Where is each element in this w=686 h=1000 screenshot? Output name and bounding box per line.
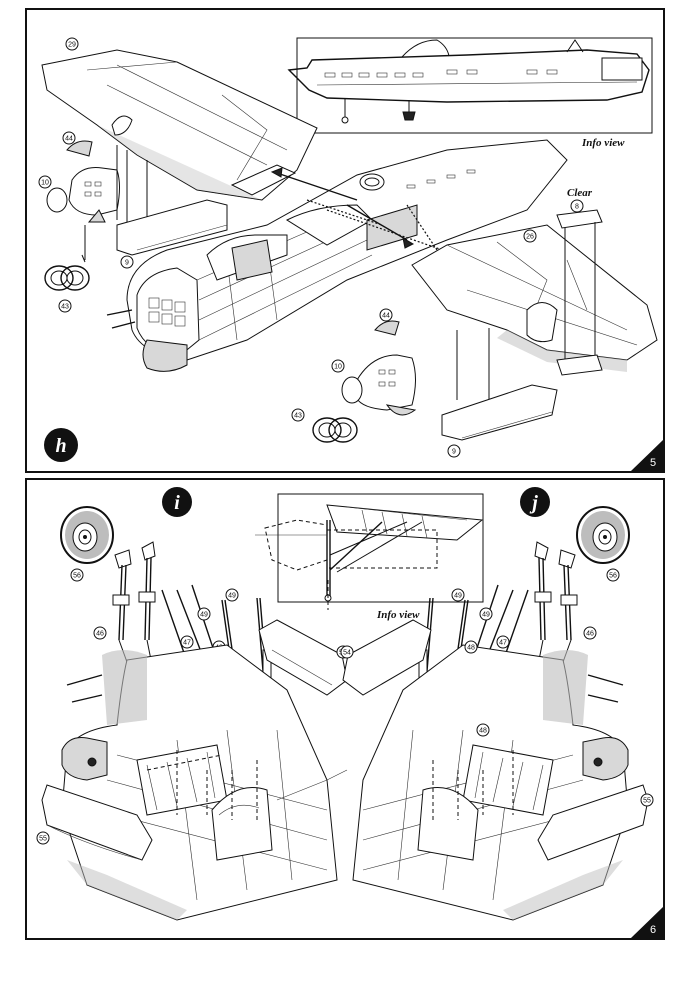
right-wheel-bay-door-part-9	[441, 384, 558, 441]
part-callout-55-left	[36, 831, 50, 845]
assembly-step-i-j-panel: i j Info view 56	[25, 478, 665, 940]
step-badge-j: j	[520, 487, 550, 517]
part-callout-43-left	[58, 299, 72, 313]
part-number-55-left: 55	[39, 836, 47, 843]
left-main-wheel-part-56	[60, 506, 114, 564]
part-number-56-right: 56	[609, 573, 617, 580]
part-number-47-right: 47	[499, 640, 507, 647]
part-callout-46-left	[93, 626, 107, 640]
part-number-49-right-a: 49	[482, 612, 490, 619]
left-exhaust-ring-part-43	[44, 265, 90, 291]
part-callout-44-left	[62, 131, 76, 145]
page-number-corner-6: 6	[631, 907, 663, 938]
part-number-29: 29	[68, 42, 76, 49]
part-callout-9-left	[120, 255, 134, 269]
part-number-10-left: 10	[41, 180, 49, 187]
part-callout-48-right-a	[464, 640, 478, 654]
part-number-54-right: 54	[343, 650, 351, 657]
step-i-j-drawing: i j Info view 56	[36, 487, 663, 938]
info-view-undercarriage-leg	[255, 493, 484, 610]
right-wing	[411, 224, 658, 372]
svg-text:5: 5	[650, 457, 656, 469]
part-number-55-right: 55	[643, 798, 651, 805]
fuselage-nose-section	[106, 139, 568, 372]
part-number-48-right-b: 48	[479, 728, 487, 735]
part-number-26: 26	[526, 234, 534, 241]
part-callout-8	[570, 199, 584, 213]
part-number-49-left-b: 49	[228, 593, 236, 600]
svg-text:i: i	[174, 492, 180, 514]
info-view-label-bottom: Info view	[376, 609, 420, 621]
step-badge-i: i	[162, 487, 192, 517]
part-number-9-left: 9	[125, 260, 129, 267]
part-callout-47-right	[496, 635, 510, 649]
part-callout-46-right	[583, 626, 597, 640]
part-callout-49-left-b	[225, 588, 239, 602]
part-callout-26	[523, 229, 537, 243]
part-callout-55-right	[640, 793, 654, 807]
part-number-46-left: 46	[96, 631, 104, 638]
left-wheel-bay-door-part-9	[116, 199, 228, 256]
part-number-44-right: 44	[382, 313, 390, 320]
step-badge-h: h	[44, 428, 78, 462]
svg-text:h: h	[55, 435, 66, 457]
part-callout-43-right	[291, 408, 305, 422]
part-number-10-right: 10	[334, 364, 342, 371]
part-number-46-right: 46	[586, 631, 594, 638]
part-callout-56-left	[70, 568, 84, 582]
info-view-fuselage-profile	[287, 37, 653, 134]
right-assembly-mirrored	[342, 506, 649, 921]
part-callout-49-left-a	[197, 607, 211, 621]
clear-label: Clear	[567, 187, 593, 199]
part-callout-48-right-b	[476, 723, 490, 737]
part-number-47-left: 47	[183, 640, 191, 647]
right-engine-cowling-part-10	[341, 354, 417, 416]
part-callout-54-right	[340, 645, 354, 659]
part-number-43-right: 43	[294, 413, 302, 420]
part-callout-10-right	[331, 359, 345, 373]
part-number-49-right-b: 49	[454, 593, 462, 600]
part-number-8: 8	[575, 204, 579, 211]
part-callout-10-left	[38, 175, 52, 189]
info-view-label-top: Info view	[581, 137, 625, 149]
page-number-corner-5: 5	[631, 440, 663, 471]
left-wing	[41, 49, 318, 201]
part-callout-47-left	[180, 635, 194, 649]
part-number-49-left-a: 49	[200, 612, 208, 619]
part-number-48-right-a: 48	[467, 645, 475, 652]
part-callout-44-right	[379, 308, 393, 322]
part-callout-56-right	[606, 568, 620, 582]
part-number-9-right: 9	[452, 449, 456, 456]
part-callout-49-right-a	[479, 607, 493, 621]
part-number-44-left: 44	[65, 136, 73, 143]
svg-text:j: j	[529, 492, 538, 514]
part-number-56-left: 56	[73, 573, 81, 580]
part-number-43-left: 43	[61, 304, 69, 311]
part-callout-9-right	[447, 444, 461, 458]
assembly-step-h-panel: Info view 29 10 44 43	[25, 8, 665, 473]
part-callout-49-right-b	[451, 588, 465, 602]
right-intake-part-44	[374, 320, 400, 336]
svg-text:6: 6	[650, 924, 656, 936]
left-intake-part-44	[66, 140, 93, 157]
clear-part-8	[556, 209, 603, 229]
part-callout-29	[65, 37, 79, 51]
left-wheel-door-part-55	[41, 784, 153, 861]
right-exhaust-ring-part-43	[312, 417, 358, 443]
left-engine-cowling-part-10	[46, 167, 120, 223]
step-h-drawing: Info view 29 10 44 43	[38, 37, 663, 471]
